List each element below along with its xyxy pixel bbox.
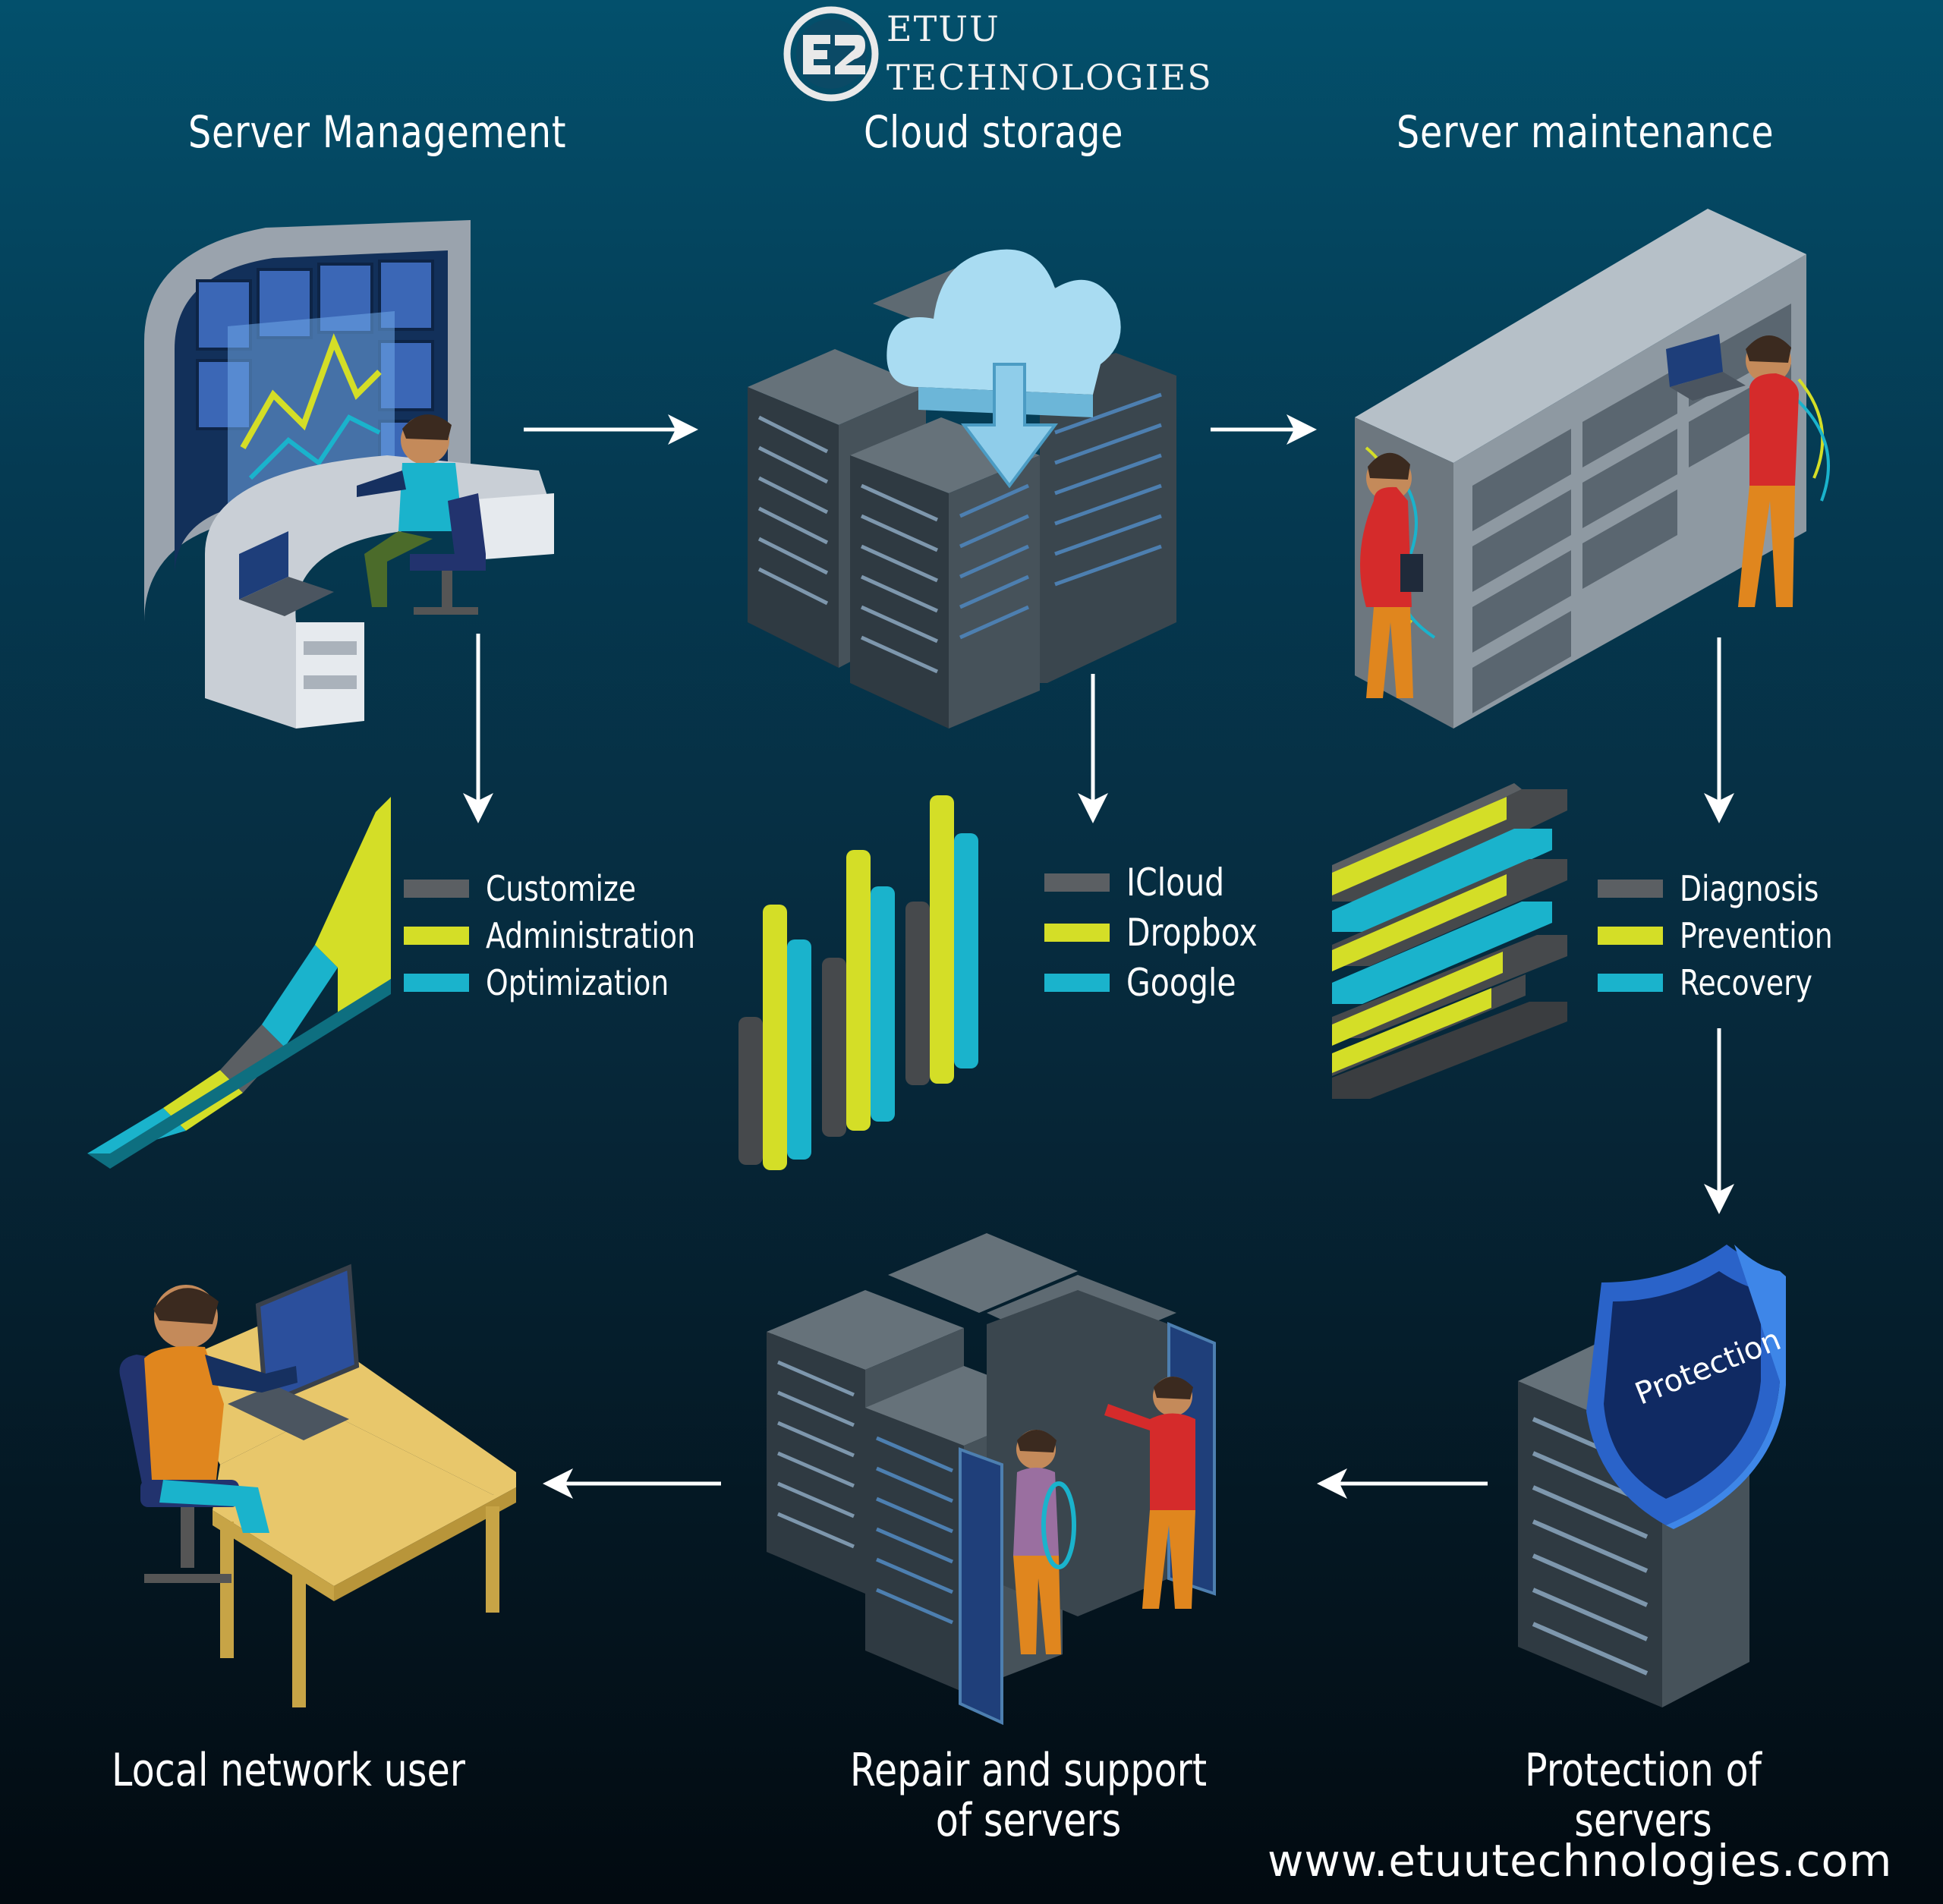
- management-legend: Customize Administration Optimization: [404, 865, 742, 1006]
- legend-label: Optimization: [486, 962, 669, 1003]
- legend-label: Dropbox: [1126, 911, 1258, 955]
- legend-swatch-yellow: [1598, 927, 1663, 945]
- caption-protection-of-servers: Protection of servers: [1525, 1744, 1762, 1847]
- heading-server-maintenance: Server maintenance: [1397, 106, 1775, 158]
- legend-item: Administration: [404, 912, 742, 959]
- legend-swatch-yellow: [1044, 924, 1110, 942]
- server-management-illustration: [144, 220, 554, 729]
- cloud-bars-graphic: [738, 795, 978, 1170]
- legend-swatch-gray: [404, 880, 469, 898]
- server-maintenance-illustration: [1355, 209, 1830, 729]
- legend-item: Dropbox: [1044, 908, 1286, 958]
- management-ramp-graphic: [87, 797, 391, 1169]
- legend-label: Administration: [486, 915, 696, 956]
- cloud-legend: ICloud Dropbox Google: [1044, 858, 1286, 1008]
- legend-label: Recovery: [1680, 962, 1812, 1003]
- legend-item: Optimization: [404, 959, 742, 1006]
- brand-name-line1: ETUU: [886, 8, 1000, 49]
- legend-item: Google: [1044, 958, 1286, 1008]
- protection-illustration: [1518, 1245, 1786, 1707]
- maintenance-bars-graphic: [1332, 783, 1567, 1099]
- legend-label: Customize: [486, 868, 637, 909]
- legend-item: ICloud: [1044, 858, 1286, 908]
- legend-item: Recovery: [1598, 959, 1866, 1006]
- cloud-storage-illustration: [748, 249, 1176, 729]
- legend-item: Prevention: [1598, 912, 1866, 959]
- legend-swatch-cyan: [1044, 974, 1110, 992]
- caption-repair-line2: of servers: [935, 1794, 1122, 1847]
- legend-label: Prevention: [1680, 915, 1833, 956]
- brand-logo: ETUU TECHNOLOGIES: [782, 5, 1211, 103]
- heading-cloud-storage: Cloud storage: [864, 106, 1124, 158]
- local-network-user-illustration: [119, 1264, 516, 1707]
- brand-name-line2: TECHNOLOGIES: [886, 57, 1213, 98]
- legend-swatch-gray: [1598, 880, 1663, 898]
- legend-label: Google: [1126, 961, 1236, 1005]
- maintenance-legend: Diagnosis Prevention Recovery: [1598, 865, 1866, 1006]
- legend-label: ICloud: [1126, 861, 1225, 905]
- website-url: www.etuutechnologies.com: [1268, 1835, 1893, 1887]
- repair-support-illustration: [767, 1233, 1216, 1726]
- heading-server-management: Server Management: [188, 106, 567, 158]
- legend-label: Diagnosis: [1680, 868, 1819, 909]
- legend-item: Diagnosis: [1598, 865, 1866, 912]
- legend-swatch-gray: [1044, 873, 1110, 892]
- legend-swatch-cyan: [404, 974, 469, 992]
- legend-swatch-cyan: [1598, 974, 1663, 992]
- caption-local-network-user: Local network user: [112, 1744, 465, 1797]
- logo-mark-icon: [783, 6, 879, 102]
- legend-swatch-yellow: [404, 927, 469, 945]
- caption-repair-line1: Repair and support: [849, 1744, 1208, 1797]
- legend-item: Customize: [404, 865, 742, 912]
